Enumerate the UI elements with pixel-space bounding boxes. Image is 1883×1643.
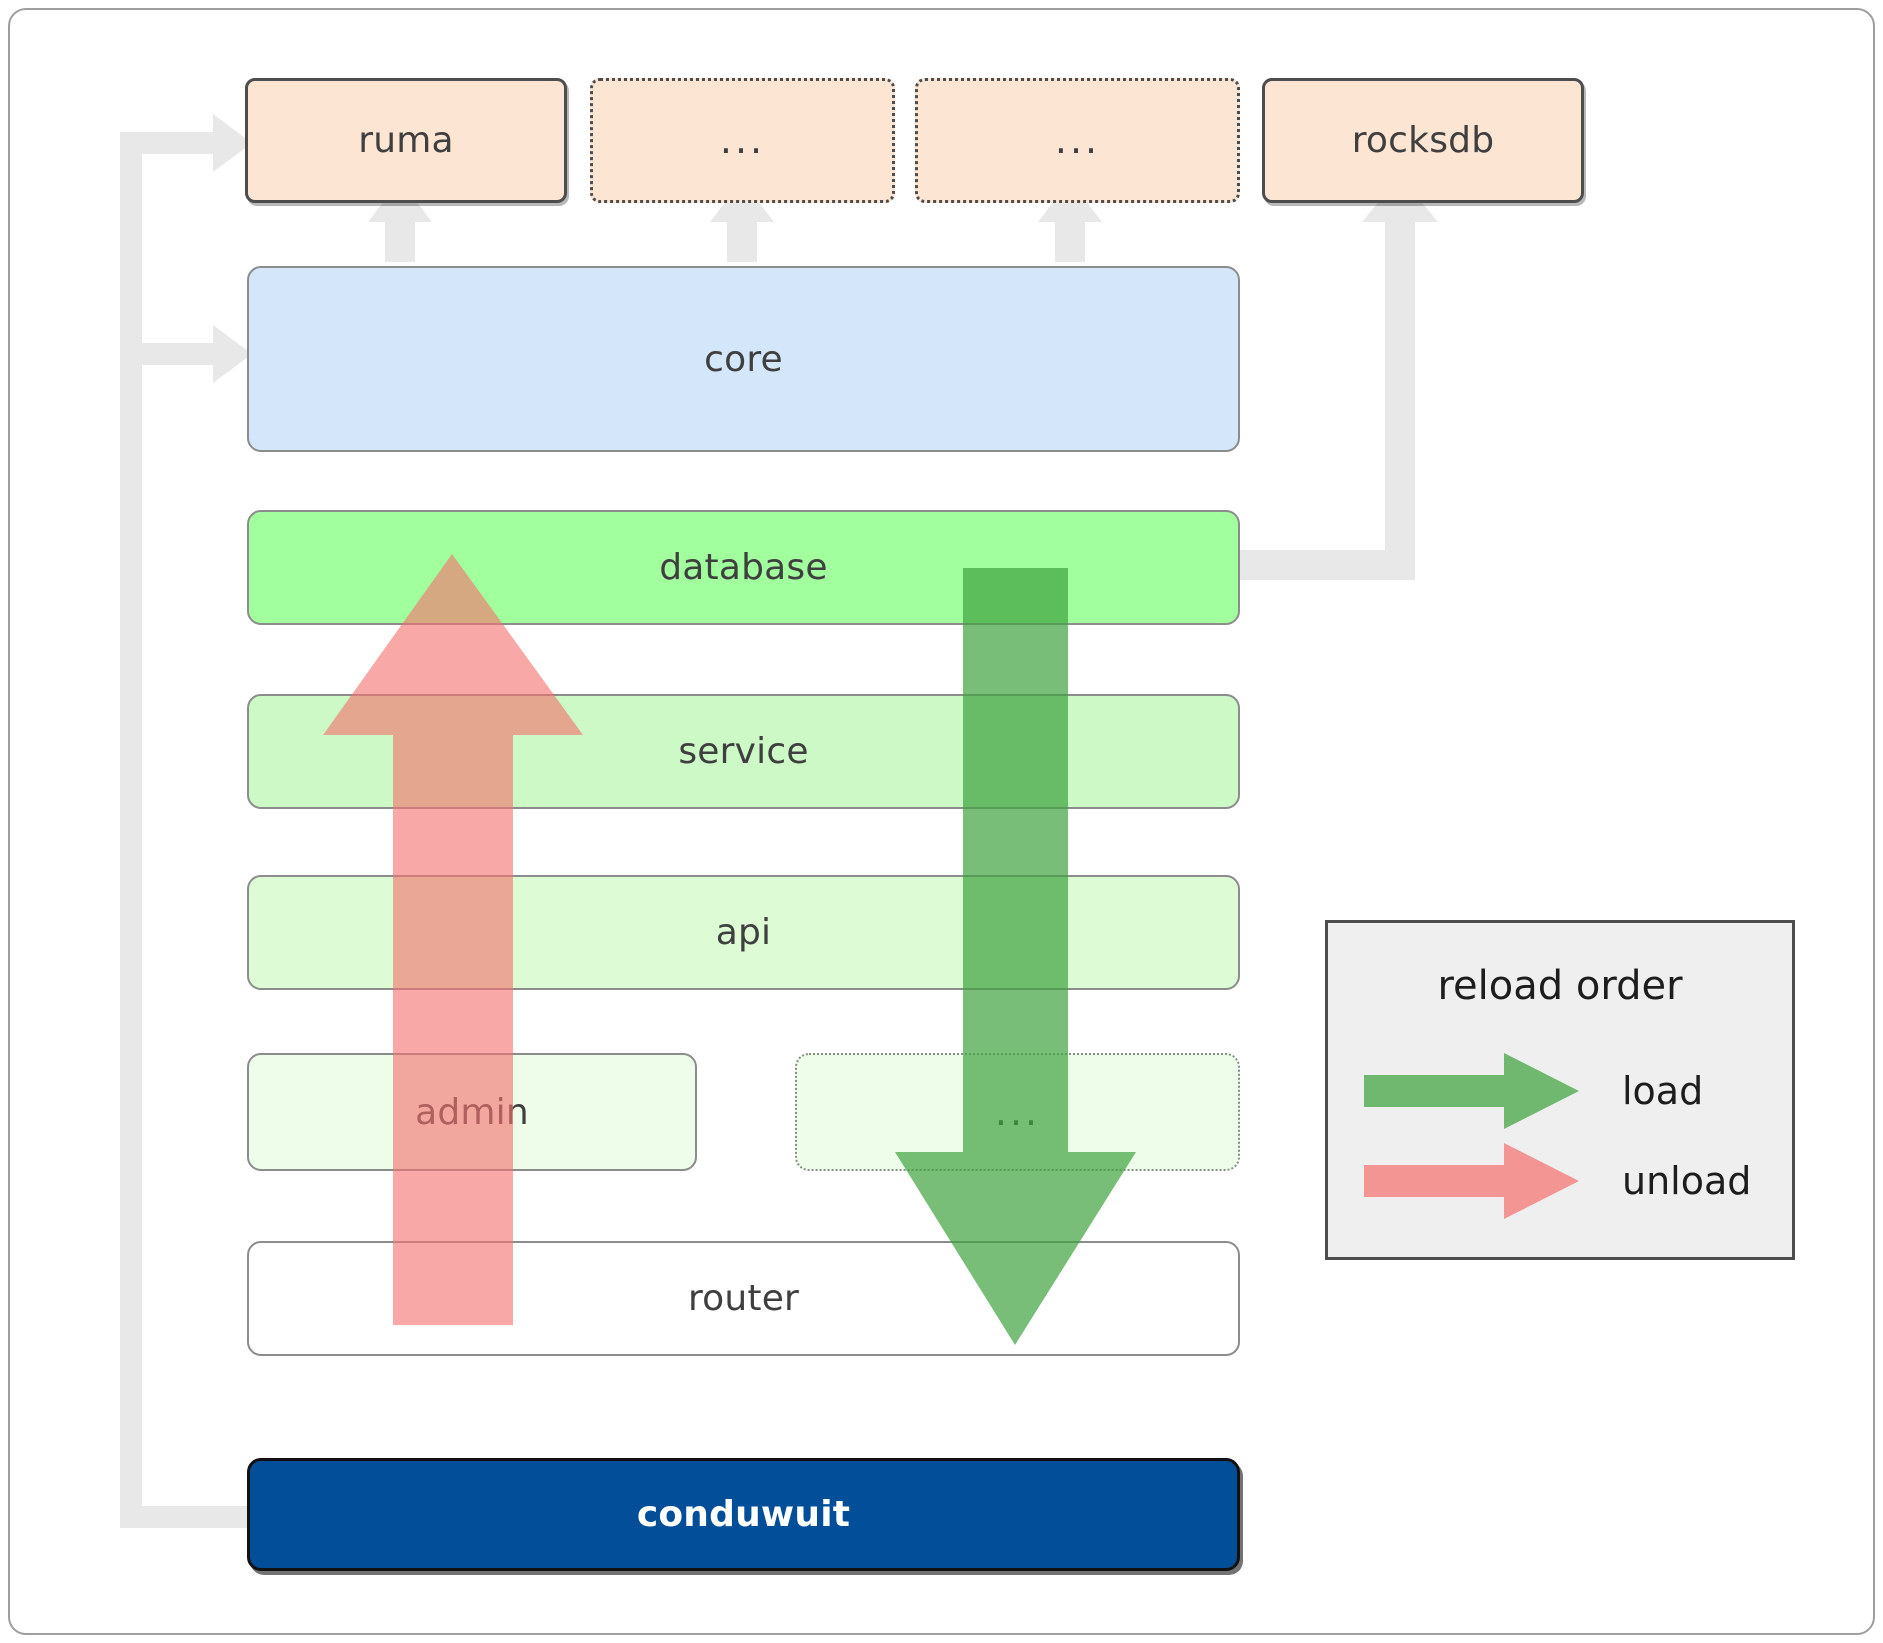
- arrow-core-to-dep3: [1038, 180, 1102, 262]
- node-router[interactable]: router: [247, 1241, 1240, 1356]
- node-api-label: api: [715, 912, 772, 953]
- node-service-label: service: [678, 731, 809, 772]
- node-ruma-label: ruma: [358, 120, 454, 161]
- node-core[interactable]: core: [247, 266, 1240, 452]
- arrow-core-to-ruma: [368, 180, 432, 262]
- node-ruma[interactable]: ruma: [245, 78, 567, 203]
- legend-title: reload order: [1437, 963, 1683, 1009]
- node-dep3[interactable]: ...: [915, 78, 1240, 203]
- node-core-label: core: [704, 338, 783, 380]
- legend-key-unload: [1364, 1143, 1594, 1219]
- node-conduwuit-label: conduwuit: [636, 1494, 851, 1535]
- node-admin[interactable]: admin: [247, 1053, 697, 1171]
- node-more[interactable]: ...: [795, 1053, 1240, 1171]
- node-rocksdb-label: rocksdb: [1351, 120, 1495, 161]
- arrow-core-to-dep2: [710, 180, 774, 262]
- legend-label-load: load: [1622, 1069, 1704, 1113]
- node-dep2-label: ...: [719, 118, 766, 162]
- legend-label-unload: unload: [1622, 1159, 1752, 1203]
- node-database-label: database: [659, 547, 828, 588]
- node-conduwuit[interactable]: conduwuit: [247, 1458, 1240, 1571]
- node-dep3-label: ...: [1054, 118, 1101, 162]
- node-more-label: ...: [994, 1089, 1041, 1134]
- node-rocksdb[interactable]: rocksdb: [1262, 78, 1584, 203]
- wire-rail-bottom: [120, 1506, 250, 1528]
- arrow-database-to-rocksdb: [1232, 176, 1438, 580]
- unload-arrow-swatch: [1364, 1143, 1579, 1219]
- load-arrow-swatch: [1364, 1053, 1579, 1129]
- node-dep2[interactable]: ...: [590, 78, 895, 203]
- arrow-rail-to-core: [142, 325, 252, 383]
- legend-key-load: [1364, 1053, 1594, 1129]
- arrow-conduwuit-to-ruma: [120, 114, 252, 1528]
- legend-row-unload: unload: [1364, 1143, 1768, 1219]
- legend-row-load: load: [1364, 1053, 1768, 1129]
- node-admin-label: admin: [415, 1091, 529, 1133]
- node-api[interactable]: api: [247, 875, 1240, 990]
- legend-panel: reload order load unload: [1325, 920, 1795, 1260]
- node-service[interactable]: service: [247, 694, 1240, 809]
- node-router-label: router: [687, 1278, 800, 1319]
- node-database[interactable]: database: [247, 510, 1240, 625]
